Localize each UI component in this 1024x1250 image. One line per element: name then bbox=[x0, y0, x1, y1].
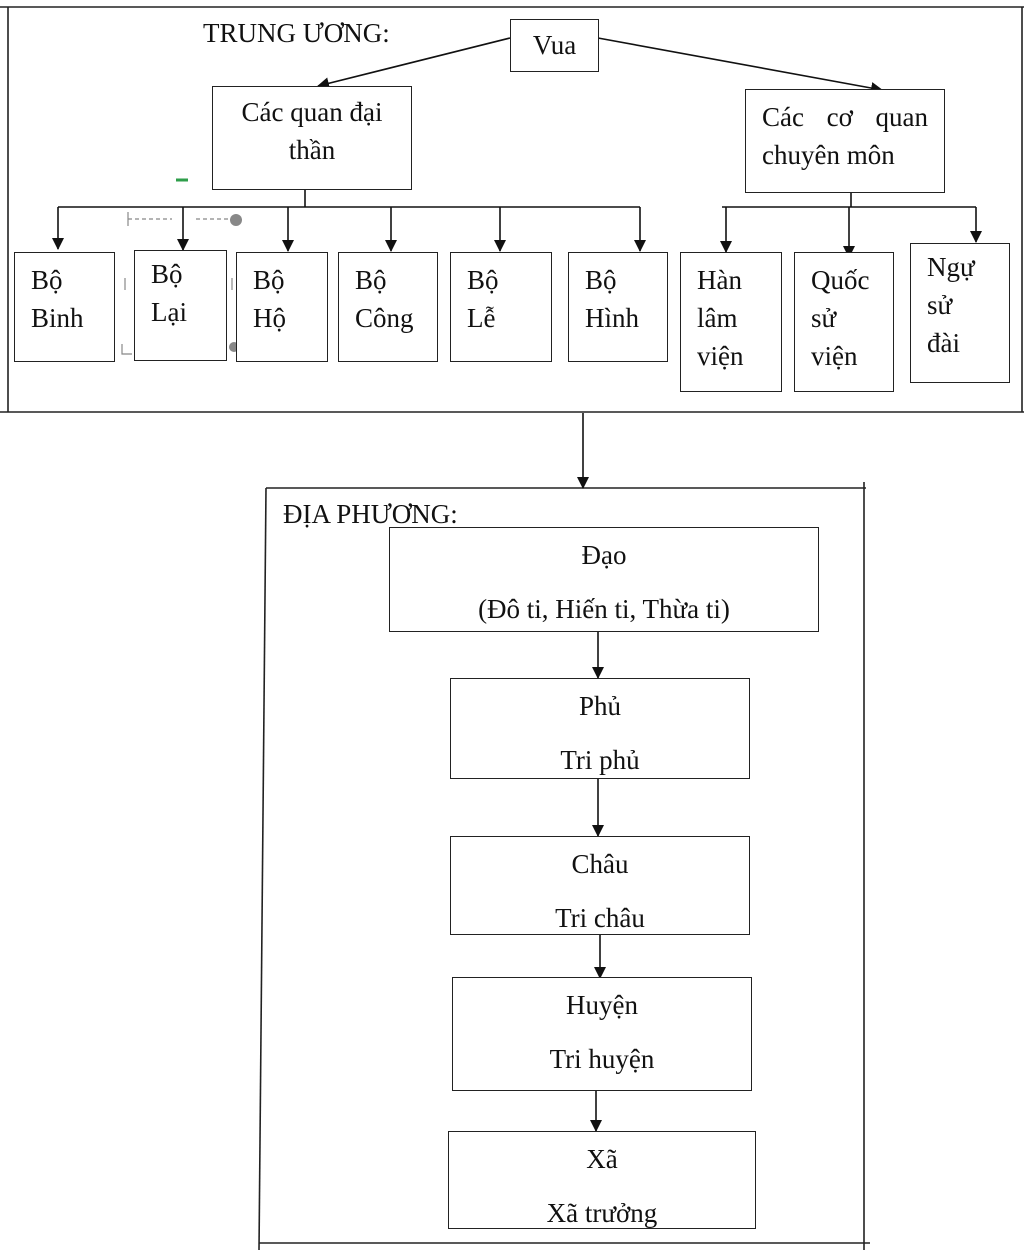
central-frame bbox=[0, 6, 1024, 413]
level-box-chau: Châu Tri châu bbox=[450, 836, 750, 935]
level-xa-official: Xã trưởng bbox=[546, 1198, 658, 1228]
agency-box-han-lam-vien: Hàn lâm viện bbox=[680, 252, 782, 392]
specialized-group-box: Các cơ quan chuyên môn bbox=[745, 89, 945, 193]
level-xa-name: Xã bbox=[586, 1144, 618, 1174]
agency-ngu-su-line2: sử bbox=[927, 290, 953, 320]
ministry-le-line2: Lễ bbox=[467, 303, 496, 333]
level-box-xa: Xã Xã trưởng bbox=[448, 1131, 756, 1229]
king-box: Vua bbox=[510, 19, 599, 72]
level-huyen-name: Huyện bbox=[566, 990, 638, 1020]
ministry-le-line1: Bộ bbox=[467, 265, 499, 295]
level-phu-official: Tri phủ bbox=[560, 745, 640, 775]
level-huyen-official: Tri huyện bbox=[549, 1044, 655, 1074]
agency-ngu-su-line3: đài bbox=[927, 328, 960, 358]
ministry-box-ho: Bộ Hộ bbox=[236, 252, 328, 362]
specialized-group-line1: Các cơ quan bbox=[762, 102, 928, 132]
agency-han-lam-line1: Hàn bbox=[697, 265, 742, 295]
arrow-king-to-specialized bbox=[597, 37, 883, 94]
agency-quoc-su-line1: Quốc bbox=[811, 265, 870, 295]
ministry-cong-line1: Bộ bbox=[355, 265, 387, 295]
ministry-hinh-line1: Bộ bbox=[585, 265, 617, 295]
level-dao-official: (Đô ti, Hiến ti, Thừa ti) bbox=[478, 594, 730, 624]
central-label: TRUNG ƯƠNG: bbox=[203, 18, 390, 48]
ministers-bus bbox=[58, 190, 640, 208]
level-dao-name: Đạo bbox=[581, 540, 627, 570]
ministry-ho-line1: Bộ bbox=[253, 265, 285, 295]
agency-quoc-su-line3: viện bbox=[811, 341, 858, 371]
local-frame bbox=[258, 482, 870, 1250]
ministers-group-line2: thần bbox=[288, 135, 336, 165]
ministry-ho-line2: Hộ bbox=[253, 303, 286, 333]
level-box-dao: Đạo (Đô ti, Hiến ti, Thừa ti) bbox=[389, 527, 819, 632]
ministers-group-box: Các quan đại thần bbox=[212, 86, 412, 190]
level-chau-name: Châu bbox=[571, 849, 629, 879]
level-box-phu: Phủ Tri phủ bbox=[450, 678, 750, 779]
agency-box-quoc-su-vien: Quốc sử viện bbox=[794, 252, 894, 392]
ministers-group-line1: Các quan đại bbox=[241, 97, 383, 127]
level-phu-name: Phủ bbox=[578, 691, 622, 721]
agency-han-lam-line2: lâm bbox=[697, 303, 738, 333]
ministry-box-cong: Bộ Công bbox=[338, 252, 438, 362]
level-chau-official: Tri châu bbox=[555, 903, 645, 933]
ministry-box-le: Bộ Lễ bbox=[450, 252, 552, 362]
agency-box-ngu-su-dai: Ngự sử đài bbox=[910, 243, 1010, 383]
ministry-hinh-line2: Hình bbox=[585, 303, 639, 333]
arrow-king-to-ministers bbox=[317, 37, 511, 90]
ministry-box-hinh: Bộ Hình bbox=[568, 252, 668, 362]
ministry-binh-line2: Binh bbox=[31, 303, 84, 333]
agency-ngu-su-line1: Ngự bbox=[927, 252, 975, 282]
ministry-binh-line1: Bộ bbox=[31, 265, 63, 295]
level-box-huyen: Huyện Tri huyện bbox=[452, 977, 752, 1091]
specialized-bus bbox=[722, 193, 976, 208]
ministry-box-lai: Bộ Lại bbox=[134, 250, 227, 361]
ministry-box-binh: Bộ Binh bbox=[14, 252, 115, 362]
ministry-cong-line2: Công bbox=[355, 303, 414, 333]
ministry-lai-line1: Bộ bbox=[151, 259, 183, 289]
king-label: Vua bbox=[532, 30, 577, 60]
local-label: ĐỊA PHƯƠNG: bbox=[283, 499, 458, 529]
specialized-group-line2: chuyên môn bbox=[762, 140, 895, 170]
agency-han-lam-line3: viện bbox=[697, 341, 744, 371]
ministry-lai-line2: Lại bbox=[151, 297, 187, 327]
agency-quoc-su-line2: sử bbox=[811, 303, 837, 333]
